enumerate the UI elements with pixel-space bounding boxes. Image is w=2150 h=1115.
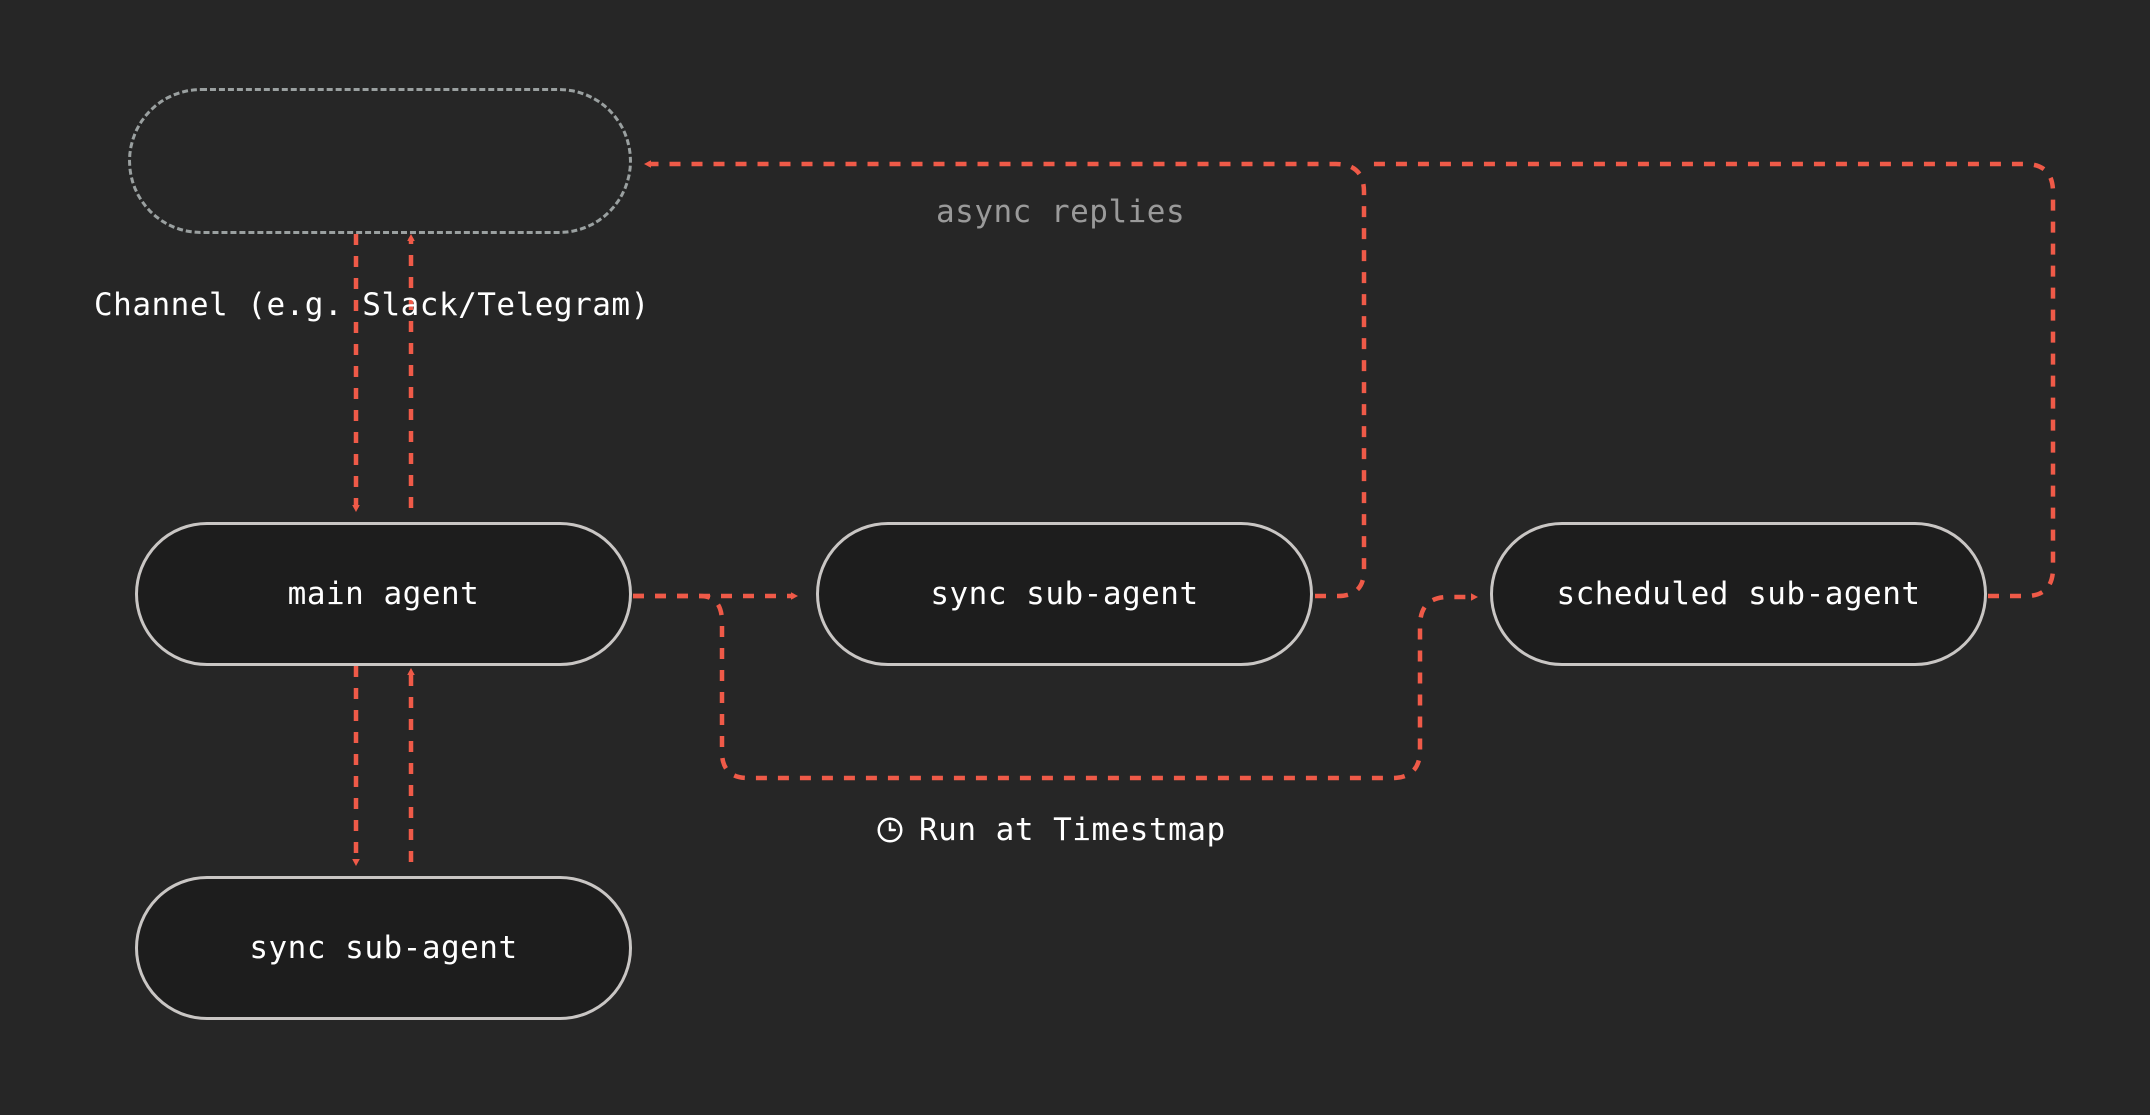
- node-sync-sub-agent-mid-label: sync sub-agent: [930, 576, 1199, 612]
- channel-caption: Channel (e.g. Slack/Telegram): [94, 287, 650, 323]
- node-sync-sub-agent-bottom-label: sync sub-agent: [249, 930, 518, 966]
- node-channel[interactable]: [128, 88, 632, 234]
- node-sync-sub-agent-bottom[interactable]: sync sub-agent: [135, 876, 632, 1020]
- node-main-agent[interactable]: main agent: [135, 522, 632, 666]
- node-main-agent-label: main agent: [287, 576, 480, 612]
- clock-icon: [875, 815, 905, 845]
- run-at-timestamp-row: Run at Timestmap: [875, 812, 1226, 848]
- node-scheduled-sub-agent-label: scheduled sub-agent: [1556, 576, 1921, 612]
- node-sync-sub-agent-mid[interactable]: sync sub-agent: [816, 522, 1313, 666]
- async-replies-label: async replies: [936, 194, 1186, 230]
- run-at-timestamp-label: Run at Timestmap: [919, 812, 1226, 848]
- node-scheduled-sub-agent[interactable]: scheduled sub-agent: [1490, 522, 1987, 666]
